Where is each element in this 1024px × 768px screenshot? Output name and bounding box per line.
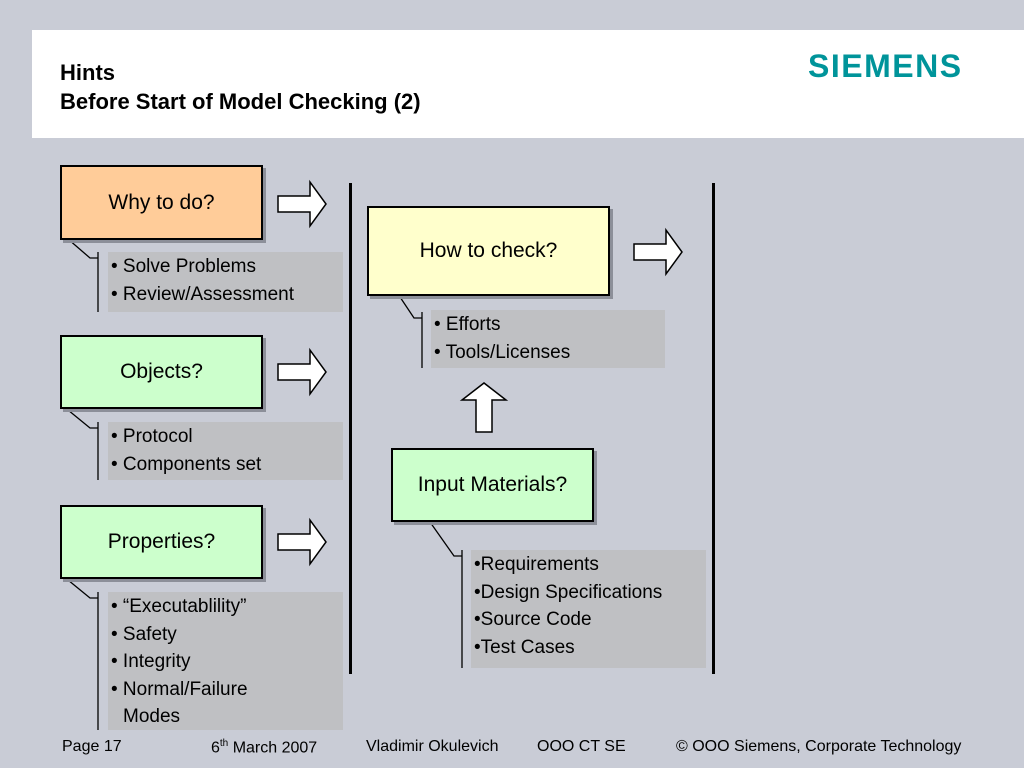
siemens-logo: SIEMENS — [808, 48, 963, 84]
list-item: • Protocol — [111, 426, 193, 447]
list-item-continuation: Modes — [123, 706, 181, 727]
properties-label: Properties? — [107, 530, 216, 553]
list-item: • Tools/Licenses — [434, 341, 571, 363]
footer-author: Vladimir Okulevich — [366, 738, 499, 755]
footer-date: 6th March 2007 — [211, 738, 318, 757]
list-item: •Design Specifications — [474, 581, 663, 603]
page-title: Hints Before Start of Model Checking (2) — [60, 58, 421, 116]
list-item: • Components set — [111, 453, 262, 475]
why-bullets: • Solve Problems • Review/Assessment — [108, 252, 343, 312]
why-label: Why to do? — [108, 190, 215, 214]
inputs-label: Input Materials? — [417, 473, 568, 496]
how-box: How to check? — [367, 206, 610, 296]
list-item: • Integrity — [111, 651, 191, 672]
list-item: • Efforts — [434, 314, 501, 335]
objects-box: Objects? — [60, 335, 263, 409]
footer-page: Page 17 — [62, 738, 122, 755]
list-item: •Requirements — [474, 554, 599, 575]
footer-dept: OOO CT SE — [537, 738, 626, 755]
arrow-right-icon-4 — [633, 227, 683, 277]
arrow-up-icon — [459, 382, 509, 433]
title-line-2: Before Start of Model Checking (2) — [60, 89, 421, 114]
connector-inputs — [429, 521, 463, 668]
arrow-right-icon-2 — [277, 347, 327, 397]
inputs-bullets: •Requirements •Design Specifications •So… — [471, 550, 706, 668]
footer-copyright: © OOO Siemens, Corporate Technology — [676, 738, 962, 755]
connector-how — [399, 296, 423, 368]
list-item: • “Executablility” — [111, 596, 247, 617]
title-line-1: Hints — [60, 60, 115, 85]
objects-bullets: • Protocol • Components set — [108, 422, 343, 480]
how-label: How to check? — [419, 239, 558, 262]
inputs-box: Input Materials? — [391, 448, 594, 522]
arrow-right-icon-1 — [277, 179, 327, 229]
list-item: • Normal/Failure — [111, 678, 248, 700]
connector-objects — [67, 409, 99, 480]
connector-why — [67, 238, 99, 312]
list-item: • Safety — [111, 623, 177, 645]
objects-label: Objects? — [120, 360, 203, 383]
list-item: • Solve Problems — [111, 256, 256, 277]
header-bar — [32, 30, 1024, 138]
connector-properties — [67, 579, 99, 730]
properties-box: Properties? — [60, 505, 263, 579]
why-box: Why to do? — [60, 165, 263, 240]
list-item: • Review/Assessment — [111, 283, 294, 305]
arrow-right-icon-3 — [277, 517, 327, 567]
divider-line-left — [349, 183, 352, 674]
divider-line-right — [712, 183, 715, 674]
list-item: •Source Code — [474, 609, 592, 630]
properties-bullets: • “Executablility” • Safety • Integrity … — [108, 592, 343, 730]
how-bullets: • Efforts • Tools/Licenses — [431, 310, 665, 368]
list-item: •Test Cases — [474, 636, 575, 658]
